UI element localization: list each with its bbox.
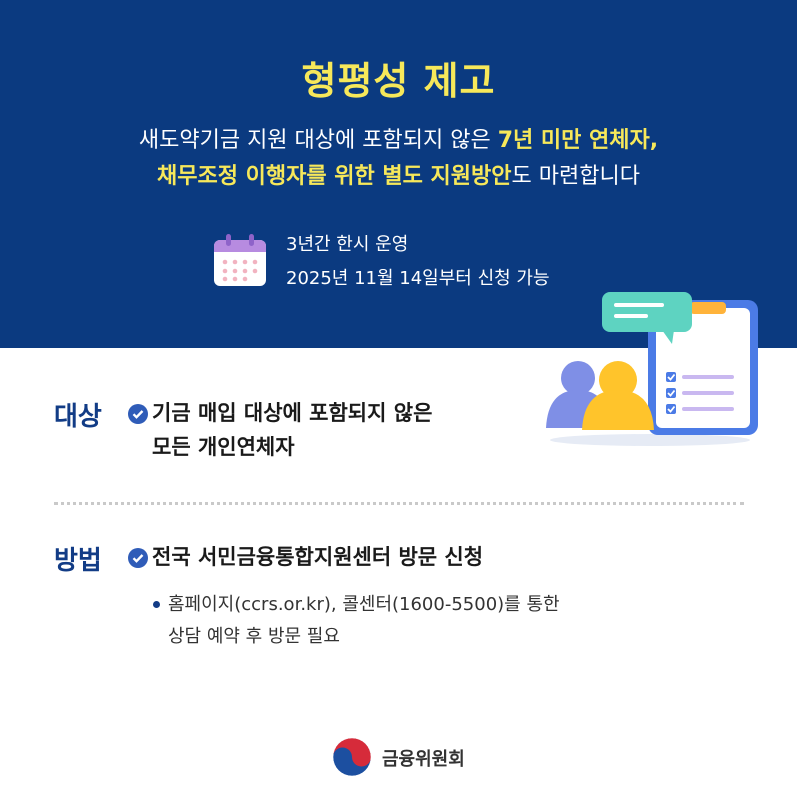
operation-period: 3년간 한시 운영 bbox=[286, 234, 409, 255]
method-description: 전국 서민금융통합지원센터 방문 신청 bbox=[152, 545, 484, 569]
method-note-line-1: 홈페이지(ccrs.or.kr), 콜센터(1600-5500)를 통한 bbox=[168, 594, 560, 615]
people-checklist-illustration bbox=[546, 292, 758, 446]
method-note-line-2: 상담 예약 후 방문 필요 bbox=[168, 626, 340, 647]
fsc-emblem-icon bbox=[332, 737, 372, 777]
subtitle-line-1: 새도약기금 지원 대상에 포함되지 않은 7년 미만 연체자, bbox=[0, 122, 797, 154]
calendar-icon bbox=[214, 234, 266, 286]
check-circle-icon bbox=[128, 548, 148, 568]
method-label: 방법 bbox=[54, 546, 102, 576]
target-label: 대상 bbox=[54, 402, 102, 432]
subtitle-text: 새도약기금 지원 대상에 포함되지 않은 bbox=[138, 128, 498, 153]
target-line-1: 기금 매입 대상에 포함되지 않은 bbox=[152, 401, 433, 425]
organization-name: 금융위원회 bbox=[382, 749, 465, 770]
target-description: 기금 매입 대상에 포함되지 않은 모든 개인연체자 bbox=[152, 396, 432, 464]
target-line-2: 모든 개인연체자 bbox=[152, 435, 295, 459]
application-start: 2025년 11월 14일부터 신청 가능 bbox=[286, 268, 550, 289]
subtitle-text: 도 마련합니다 bbox=[511, 164, 640, 189]
subtitle-highlight: 7년 미만 연체자, bbox=[497, 128, 659, 153]
check-circle-icon bbox=[128, 404, 148, 424]
page-title: 형평성 제고 bbox=[301, 59, 496, 103]
subtitle-line-2: 채무조정 이행자를 위한 별도 지원방안도 마련합니다 bbox=[0, 158, 797, 190]
bullet-dot bbox=[153, 601, 160, 608]
section-divider bbox=[54, 502, 744, 505]
header-banner bbox=[0, 0, 797, 348]
subtitle-highlight: 채무조정 이행자를 위한 별도 지원방안 bbox=[157, 164, 512, 189]
